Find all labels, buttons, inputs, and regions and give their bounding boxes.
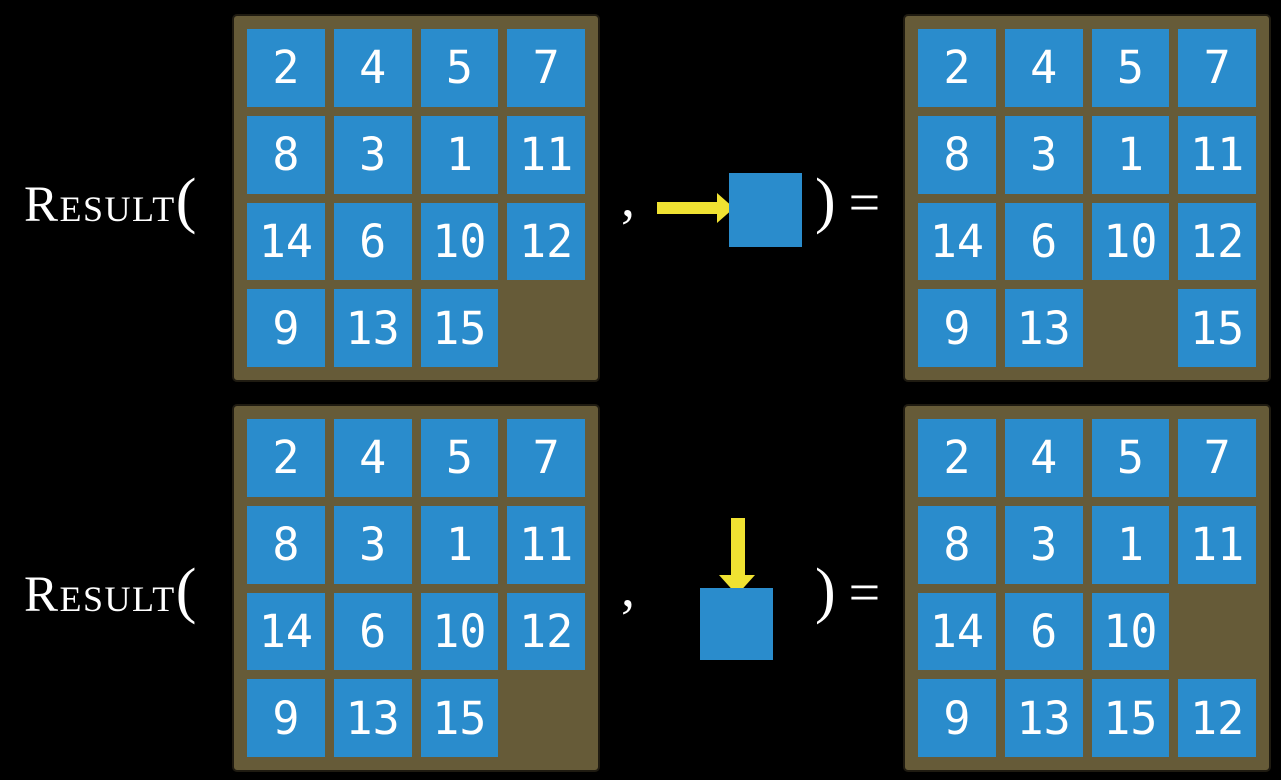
comma-separator: , [621,557,635,619]
tile-2: 2 [918,29,996,107]
tile-10: 10 [420,592,499,671]
tile-11: 11 [507,115,585,194]
tile-7: 7 [507,419,585,497]
tile-8: 8 [247,505,325,584]
tile-4: 4 [333,29,412,107]
tile-15: 15 [420,289,499,367]
tile-7: 7 [1178,29,1256,107]
tile-4: 4 [333,419,412,497]
tile-8: 8 [918,115,996,194]
tile-8: 8 [918,505,996,584]
tile-7: 7 [1178,419,1256,497]
equals-sign: = [848,172,881,234]
tile-6: 6 [1004,202,1083,281]
tile-14: 14 [918,202,996,281]
open-paren: ( [175,557,197,625]
tile-15: 15 [1178,289,1256,367]
function-name: Result [24,177,176,233]
function-name: Result [24,567,176,623]
tile-5: 5 [420,29,499,107]
close-paren-equals: )= [815,170,880,232]
blank-cell [1092,289,1170,367]
tile-3: 3 [333,505,412,584]
action-tile [729,173,802,247]
tile-14: 14 [918,592,996,671]
tile-11: 11 [1178,115,1256,194]
action-tile [700,588,773,660]
tile-5: 5 [1091,29,1170,107]
tile-5: 5 [1091,419,1170,497]
tile-13: 13 [1004,679,1083,757]
tile-1: 1 [1091,505,1170,584]
comma-separator: , [621,167,635,229]
tile-10: 10 [1091,592,1170,671]
tile-3: 3 [333,115,412,194]
tile-12: 12 [507,202,585,281]
tile-1: 1 [420,115,499,194]
tile-13: 13 [333,289,412,367]
tile-3: 3 [1004,115,1083,194]
tile-2: 2 [247,419,325,497]
close-paren: ) [815,557,836,625]
tile-14: 14 [247,202,325,281]
tile-15: 15 [1091,679,1170,757]
tile-1: 1 [1091,115,1170,194]
tile-1: 1 [420,505,499,584]
tile-2: 2 [918,419,996,497]
tile-6: 6 [1004,592,1083,671]
tile-10: 10 [1091,202,1170,281]
tile-13: 13 [333,679,412,757]
tile-2: 2 [247,29,325,107]
close-paren: ) [815,167,836,235]
tile-6: 6 [333,202,412,281]
tile-4: 4 [1004,419,1083,497]
blank-cell [507,289,585,367]
tile-9: 9 [918,289,996,367]
action-move-down [700,518,773,660]
tile-3: 3 [1004,505,1083,584]
tile-11: 11 [1178,505,1256,584]
tile-9: 9 [918,679,996,757]
open-paren: ( [175,167,197,235]
blank-cell [1178,593,1256,671]
tile-11: 11 [507,505,585,584]
tile-14: 14 [247,592,325,671]
tile-12: 12 [1178,679,1256,757]
tile-9: 9 [247,289,325,367]
tile-15: 15 [420,679,499,757]
close-paren-equals: )= [815,560,880,622]
tile-5: 5 [420,419,499,497]
tile-6: 6 [333,592,412,671]
tile-8: 8 [247,115,325,194]
tile-4: 4 [1004,29,1083,107]
tile-9: 9 [247,679,325,757]
arrow-down-icon [731,518,745,575]
action-move-right [657,173,803,247]
arrow-right-icon [657,202,719,214]
tile-12: 12 [1178,202,1256,281]
tile-13: 13 [1004,289,1083,367]
tile-12: 12 [507,592,585,671]
blank-cell [507,679,585,757]
equals-sign: = [848,562,881,624]
tile-10: 10 [420,202,499,281]
result-function-label: Result( [24,560,196,622]
result-function-label: Result( [24,170,196,232]
tile-7: 7 [507,29,585,107]
